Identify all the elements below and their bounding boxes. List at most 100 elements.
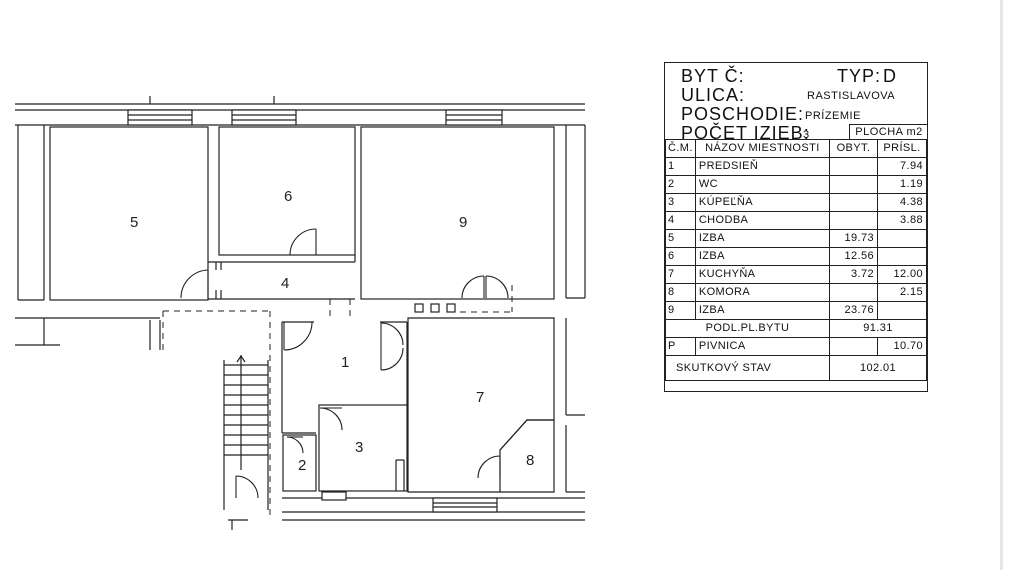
room-cm: 5: [665, 229, 696, 248]
room-cm: 4: [665, 211, 696, 230]
pocet-label: POČET IZIEB:: [681, 123, 810, 143]
room-5-outline: [49, 126, 209, 301]
poschodie-value: PRÍZEMIE: [805, 110, 861, 122]
window-bathroom: [321, 491, 347, 501]
room-cm: 9: [665, 301, 696, 320]
room-name: PREDSIEŇ: [694, 157, 831, 176]
ulica-value: RASTISLAVOVA: [807, 90, 896, 102]
room-name: IZBA: [694, 301, 831, 320]
room-label-6: 6: [284, 188, 292, 205]
room-obyt: [829, 211, 878, 230]
door-stair: [235, 475, 259, 499]
door-room-9: [461, 275, 509, 299]
room-cm: 3: [665, 193, 696, 212]
room-prisl: 4.38: [877, 193, 927, 212]
byt-label: BYT Č:: [681, 66, 745, 86]
room-prisl: 12.00: [877, 265, 927, 284]
room-label-5: 5: [130, 214, 138, 231]
room-label-7: 7: [476, 389, 484, 406]
plocha-header: PLOCHA m2: [849, 124, 928, 139]
ulica-label: ULICA:: [681, 85, 746, 105]
poschodie-label: POSCHODIE:: [681, 104, 805, 124]
room-prisl: [877, 229, 927, 248]
room-prisl: 2.15: [877, 283, 927, 302]
door-bathroom: [319, 407, 343, 431]
podl-row: PODL.PL.BYTU 91.31: [665, 319, 927, 338]
room-prisl: 7.94: [877, 157, 927, 176]
room-label-9: 9: [459, 214, 467, 231]
room-obyt: [829, 175, 878, 194]
room-label-3: 3: [355, 439, 363, 456]
room-6-outline: [218, 126, 356, 256]
table-header-row: Č.M. NÁZOV MIESTNOSTI OBYT. PRÍSL.: [665, 139, 927, 158]
room-prisl: [877, 247, 927, 266]
room-name: IZBA: [694, 247, 831, 266]
room-label-1: 1: [341, 354, 349, 371]
room-cm: 1: [665, 157, 696, 176]
podl-label: PODL.PL.BYTU: [665, 319, 830, 338]
door-wc: [286, 436, 304, 454]
room-label-2: 2: [298, 457, 306, 474]
room-obyt: [829, 283, 878, 302]
chimney-vents: [414, 303, 456, 313]
door-kitchen: [380, 322, 404, 371]
col-cm: Č.M.: [665, 139, 696, 158]
door-entrance: [283, 321, 313, 351]
window-room-5: [127, 109, 193, 126]
floor-plan: 5 6 9 4 1 7 3 2 8: [15, 96, 586, 530]
room-cm: 6: [665, 247, 696, 266]
scan-edge: [1000, 0, 1003, 570]
room-name: KUCHYŇA: [694, 265, 831, 284]
room-prisl: 1.19: [877, 175, 927, 194]
room-name: KÚPEĽŇA: [694, 193, 831, 212]
room-8-outline: [499, 419, 555, 493]
window-room-9: [445, 109, 503, 126]
room-3-outline: [318, 404, 408, 492]
col-prisl: PRÍSL.: [877, 139, 927, 158]
typ-value: D: [883, 66, 897, 86]
room-label-8: 8: [526, 452, 534, 469]
skutkovy-value: 102.01: [829, 355, 927, 381]
room-2-outline: [282, 434, 317, 492]
pivnica-value: 10.70: [877, 337, 927, 356]
room-prisl: [877, 301, 927, 320]
skutkovy-row: SKUTKOVÝ STAV 102.01: [665, 355, 927, 381]
room-schedule-table: BYT Č: TYP: D ULICA: RASTISLAVOVA POSCHO…: [664, 62, 928, 392]
room-obyt: 12.56: [829, 247, 878, 266]
room-obyt: [829, 193, 878, 212]
col-obyt: OBYT.: [829, 139, 878, 158]
window-room-6: [231, 109, 297, 126]
pocet-value: 3: [803, 129, 810, 141]
room-label-4: 4: [281, 275, 289, 292]
room-prisl: 3.88: [877, 211, 927, 230]
room-name: IZBA: [694, 229, 831, 248]
room-obyt: 3.72: [829, 265, 878, 284]
room-cm: 2: [665, 175, 696, 194]
window-kitchen: [432, 497, 498, 513]
room-cm: 7: [665, 265, 696, 284]
door-room-8: [477, 455, 501, 479]
pivnica-obyt: [829, 337, 878, 356]
room-obyt: 19.73: [829, 229, 878, 248]
room-name: KOMORA: [694, 283, 831, 302]
room-cm: 8: [665, 283, 696, 302]
staircase: [223, 354, 269, 530]
pivnica-label: PIVNICA: [694, 337, 831, 356]
door-room-5: [180, 269, 209, 299]
skutkovy-label: SKUTKOVÝ STAV: [665, 355, 830, 381]
door-room-6: [289, 228, 317, 256]
podl-value: 91.31: [829, 319, 927, 338]
room-9-outline: [360, 126, 555, 300]
pivnica-row: P PIVNICA 10.70: [665, 337, 927, 356]
room-obyt: [829, 157, 878, 176]
